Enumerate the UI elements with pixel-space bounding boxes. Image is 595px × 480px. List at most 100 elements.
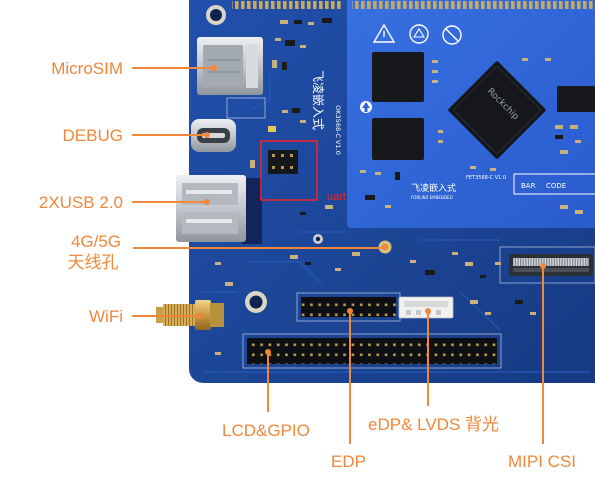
smd-component (275, 38, 281, 41)
smd-component (555, 135, 563, 139)
som-model-label: FET3568-C V1.0 (466, 175, 506, 181)
callout-debug: DEBUG (63, 126, 210, 145)
som-brand-english: FORLINX EMBEDDED (411, 195, 453, 200)
callout-dot (211, 65, 217, 71)
callout-wifi: WiFi (89, 307, 203, 326)
smd-component (308, 22, 314, 25)
callout-microsim: MicroSIM (51, 59, 217, 78)
smd-component (470, 300, 478, 304)
callout-label-mipi-csi: MIPI CSI (508, 452, 576, 471)
smd-component (432, 70, 438, 73)
smd-component (515, 300, 523, 304)
smd-component (285, 40, 295, 46)
smd-component (432, 80, 438, 83)
smd-component (522, 58, 528, 61)
barcode-box: BAR CODE (513, 173, 595, 195)
smd-component (300, 212, 306, 215)
smd-component (280, 20, 288, 24)
memory-chip (372, 118, 424, 160)
microsim-slot (197, 37, 263, 95)
callout-dot (204, 199, 210, 205)
carrier-model-label: OK3568-C V1.0 (334, 105, 342, 155)
smd-component (282, 62, 287, 70)
edge-pad-row (352, 1, 595, 9)
smd-component (305, 262, 311, 265)
silkscreen-outline (242, 333, 502, 369)
smd-component (570, 125, 578, 129)
uart-highlight-box (260, 140, 318, 201)
smd-component (292, 108, 300, 113)
smd-component (322, 18, 332, 23)
callout-label-usb: 2XUSB 2.0 (39, 193, 123, 212)
smd-component (300, 45, 306, 48)
smd-component (438, 140, 443, 143)
debug-usb-c-port (191, 119, 236, 152)
edge-pad-row (232, 1, 342, 9)
pcb-trace (250, 261, 323, 285)
callout-edp: EDP (331, 308, 366, 471)
mounting-hole (245, 291, 267, 313)
barcode-label-right: CODE (546, 182, 566, 190)
uart-header (268, 150, 298, 174)
core-module: Rockchip FET3568-C V1.0 飞凌嵌入式 FORLINX EM… (347, 0, 595, 228)
barcode-label-left: BAR (521, 182, 536, 190)
smd-component (438, 130, 443, 133)
callout-label-antenna-line2: 天线孔 (68, 253, 119, 272)
callout-mipi-csi: MIPI CSI (508, 263, 576, 471)
lcd-gpio-pin-header (247, 338, 497, 364)
smd-component (215, 262, 221, 265)
mipi-csi-fpc-connector (509, 254, 593, 276)
smd-components (215, 18, 583, 355)
smd-component (375, 172, 381, 175)
smd-component (335, 268, 341, 271)
recycle-icon (409, 24, 429, 44)
callout-antenna: 4G/5G 天线孔 (68, 232, 388, 272)
smd-component (545, 58, 551, 61)
dual-usb-port (176, 175, 262, 244)
memory-chip (372, 52, 424, 102)
pmic-chip (557, 86, 595, 112)
carrier-brand-logo: 飞凌嵌入式 (311, 70, 325, 130)
callout-label-edp: EDP (331, 452, 366, 471)
som-brand-logo: 飞凌嵌入式 (411, 182, 456, 194)
no-disposal-icon (442, 25, 462, 45)
smd-component (575, 140, 581, 143)
callout-dot (425, 308, 431, 314)
callout-label-microsim: MicroSIM (51, 59, 123, 78)
callout-label-wifi: WiFi (89, 307, 123, 326)
smd-component (300, 120, 306, 123)
callout-lcd-gpio: LCD&GPIO (222, 349, 310, 440)
callout-dot (265, 349, 271, 355)
smd-component (272, 60, 277, 68)
pcb-trace (249, 70, 271, 111)
smd-component (495, 262, 501, 265)
smd-component (352, 252, 360, 256)
callout-edp-lvds-backlight: eDP& LVDS 背光 (368, 308, 499, 434)
callout-dot (347, 308, 353, 314)
callout-dot (204, 132, 210, 138)
smd-component (290, 255, 298, 259)
pcb-trace (459, 291, 501, 331)
smd-component (575, 210, 583, 214)
smd-component (530, 312, 536, 315)
smd-component (250, 160, 255, 168)
orientation-arrow-icon (360, 101, 372, 113)
smd-component (480, 275, 486, 278)
smd-component (360, 170, 366, 173)
smd-component (432, 60, 438, 63)
callout-label-lcd-gpio: LCD&GPIO (222, 421, 310, 440)
edp-pin-header (301, 297, 396, 317)
smd-component (485, 312, 491, 315)
smd-component (225, 282, 233, 286)
smd-component (560, 150, 568, 154)
callout-label-debug: DEBUG (63, 126, 123, 145)
callout-label-antenna-line1: 4G/5G (71, 232, 121, 251)
callout-label-edp-lvds-backlight: eDP& LVDS 背光 (368, 415, 499, 434)
smd-component (452, 252, 458, 255)
antenna-hole (313, 234, 323, 244)
silkscreen-outline (226, 97, 266, 119)
callout-usb: 2XUSB 2.0 (39, 193, 210, 212)
rockchip-processor: Rockchip (448, 61, 546, 159)
smd-component (282, 110, 288, 113)
